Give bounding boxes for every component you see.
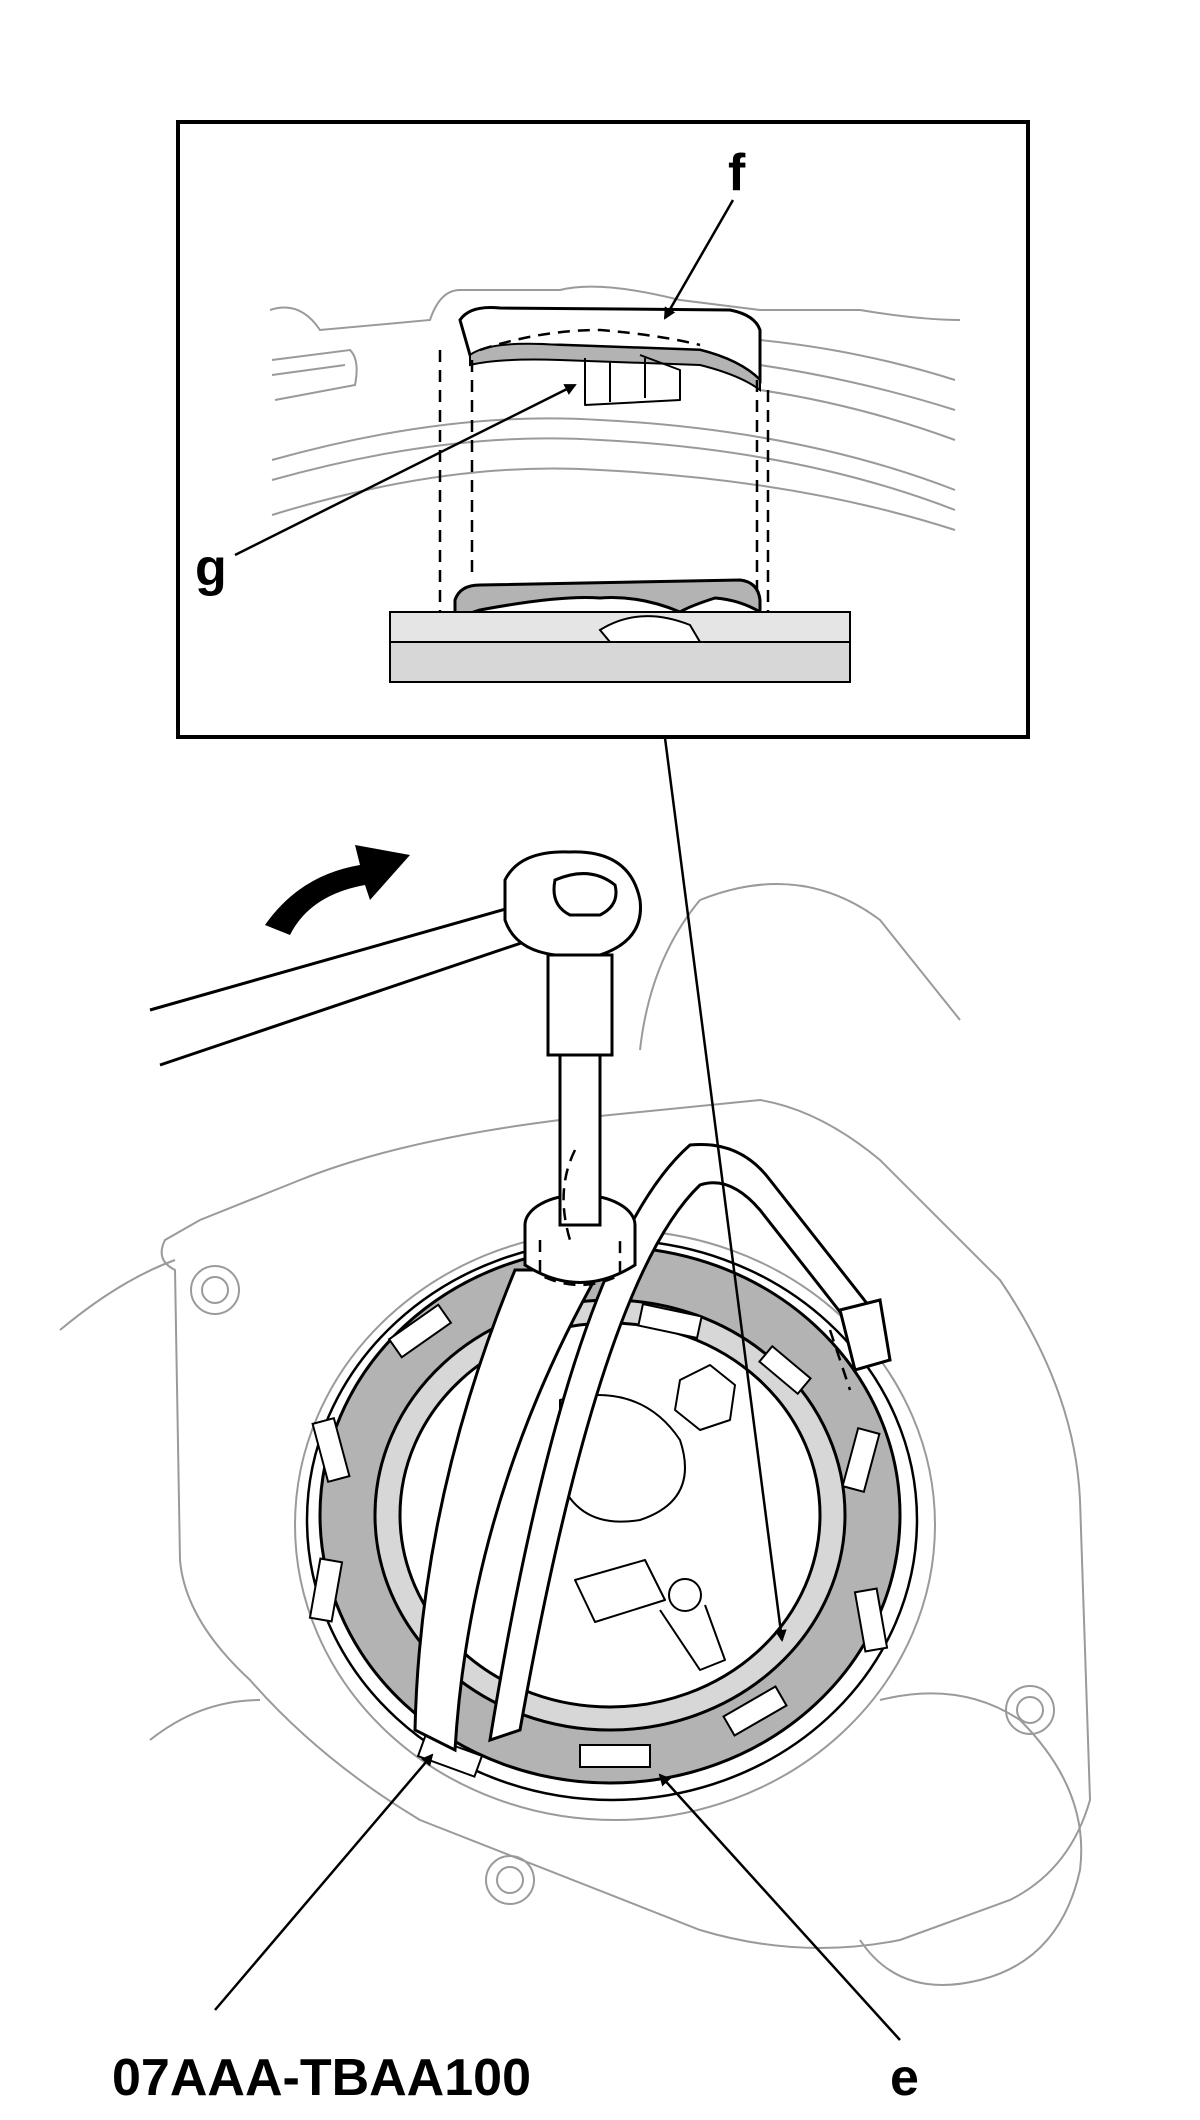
callout-tool-part-number: 07AAA-TBAA100 <box>112 2049 531 2107</box>
rotation-direction-arrow <box>265 845 410 935</box>
callout-f: f <box>728 144 746 202</box>
detail-inset <box>176 120 1030 739</box>
leader-e <box>658 1773 901 2041</box>
detail-reference-arrow <box>663 737 787 1642</box>
body-panel-outline <box>59 883 1092 1986</box>
special-tool-strap-wrench <box>149 850 892 1753</box>
callout-g: g <box>195 539 227 597</box>
leader-g <box>234 383 577 557</box>
callout-e: e <box>890 2049 919 2107</box>
leader-tool <box>214 1753 434 2011</box>
leader-f <box>663 199 735 320</box>
